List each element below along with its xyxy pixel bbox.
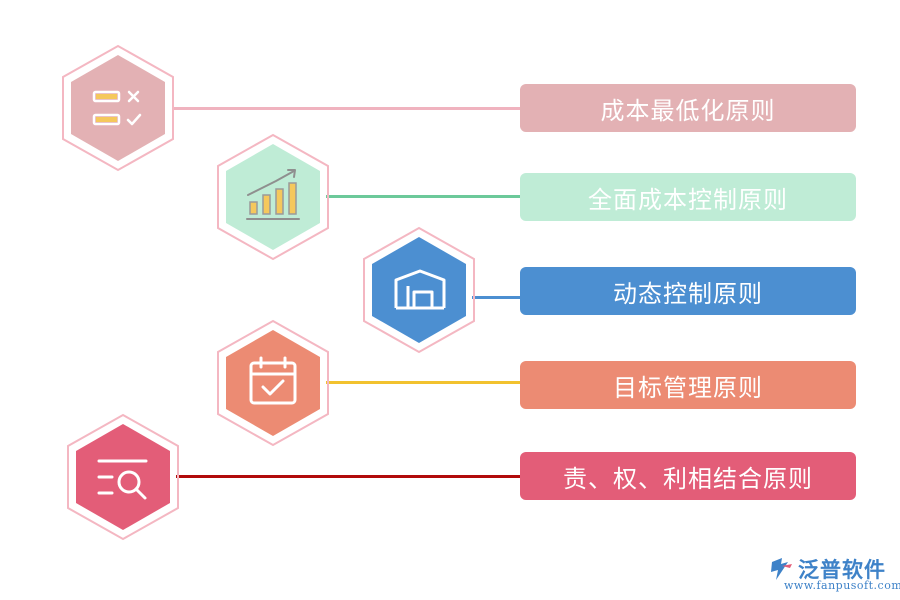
warehouse-icon (394, 269, 446, 310)
connector-line-4 (326, 381, 520, 384)
principle-label-4: 目标管理原则 (520, 361, 856, 409)
principle-text-2: 全面成本控制原则 (588, 185, 788, 214)
principle-label-3: 动态控制原则 (520, 267, 856, 315)
hexagon-node-3 (362, 226, 476, 354)
principle-text-3: 动态控制原则 (613, 279, 763, 308)
hexagon-node-2 (216, 133, 330, 261)
principle-text-4: 目标管理原则 (613, 373, 763, 402)
hexagon-node-5 (66, 413, 180, 541)
connector-line-3 (472, 296, 520, 299)
checklist-icon (92, 90, 142, 126)
principle-text-1: 成本最低化原则 (600, 96, 776, 125)
connector-line-2 (326, 195, 520, 198)
search-list-icon (97, 459, 148, 500)
connector-line-5 (176, 475, 520, 478)
brand-logo: 泛普软件 www.fanpusoft.com (768, 552, 900, 596)
hexagon-node-1 (61, 44, 175, 172)
connector-line-1 (172, 107, 520, 110)
hexagon-outline (62, 44, 174, 172)
bar-chart-growth-icon (246, 169, 300, 220)
principle-label-5: 责、权、利相结合原则 (520, 452, 856, 500)
principle-label-1: 成本最低化原则 (520, 84, 856, 132)
fanpu-logo-icon (771, 558, 792, 580)
logo-url: www.fanpusoft.com (784, 579, 900, 592)
principle-text-5: 责、权、利相结合原则 (563, 464, 813, 493)
logo-name: 泛普软件 (798, 558, 886, 582)
calendar-check-icon (249, 356, 297, 405)
hexagon-fill (71, 55, 165, 161)
principle-label-2: 全面成本控制原则 (520, 173, 856, 221)
hexagon-node-4 (216, 319, 330, 447)
